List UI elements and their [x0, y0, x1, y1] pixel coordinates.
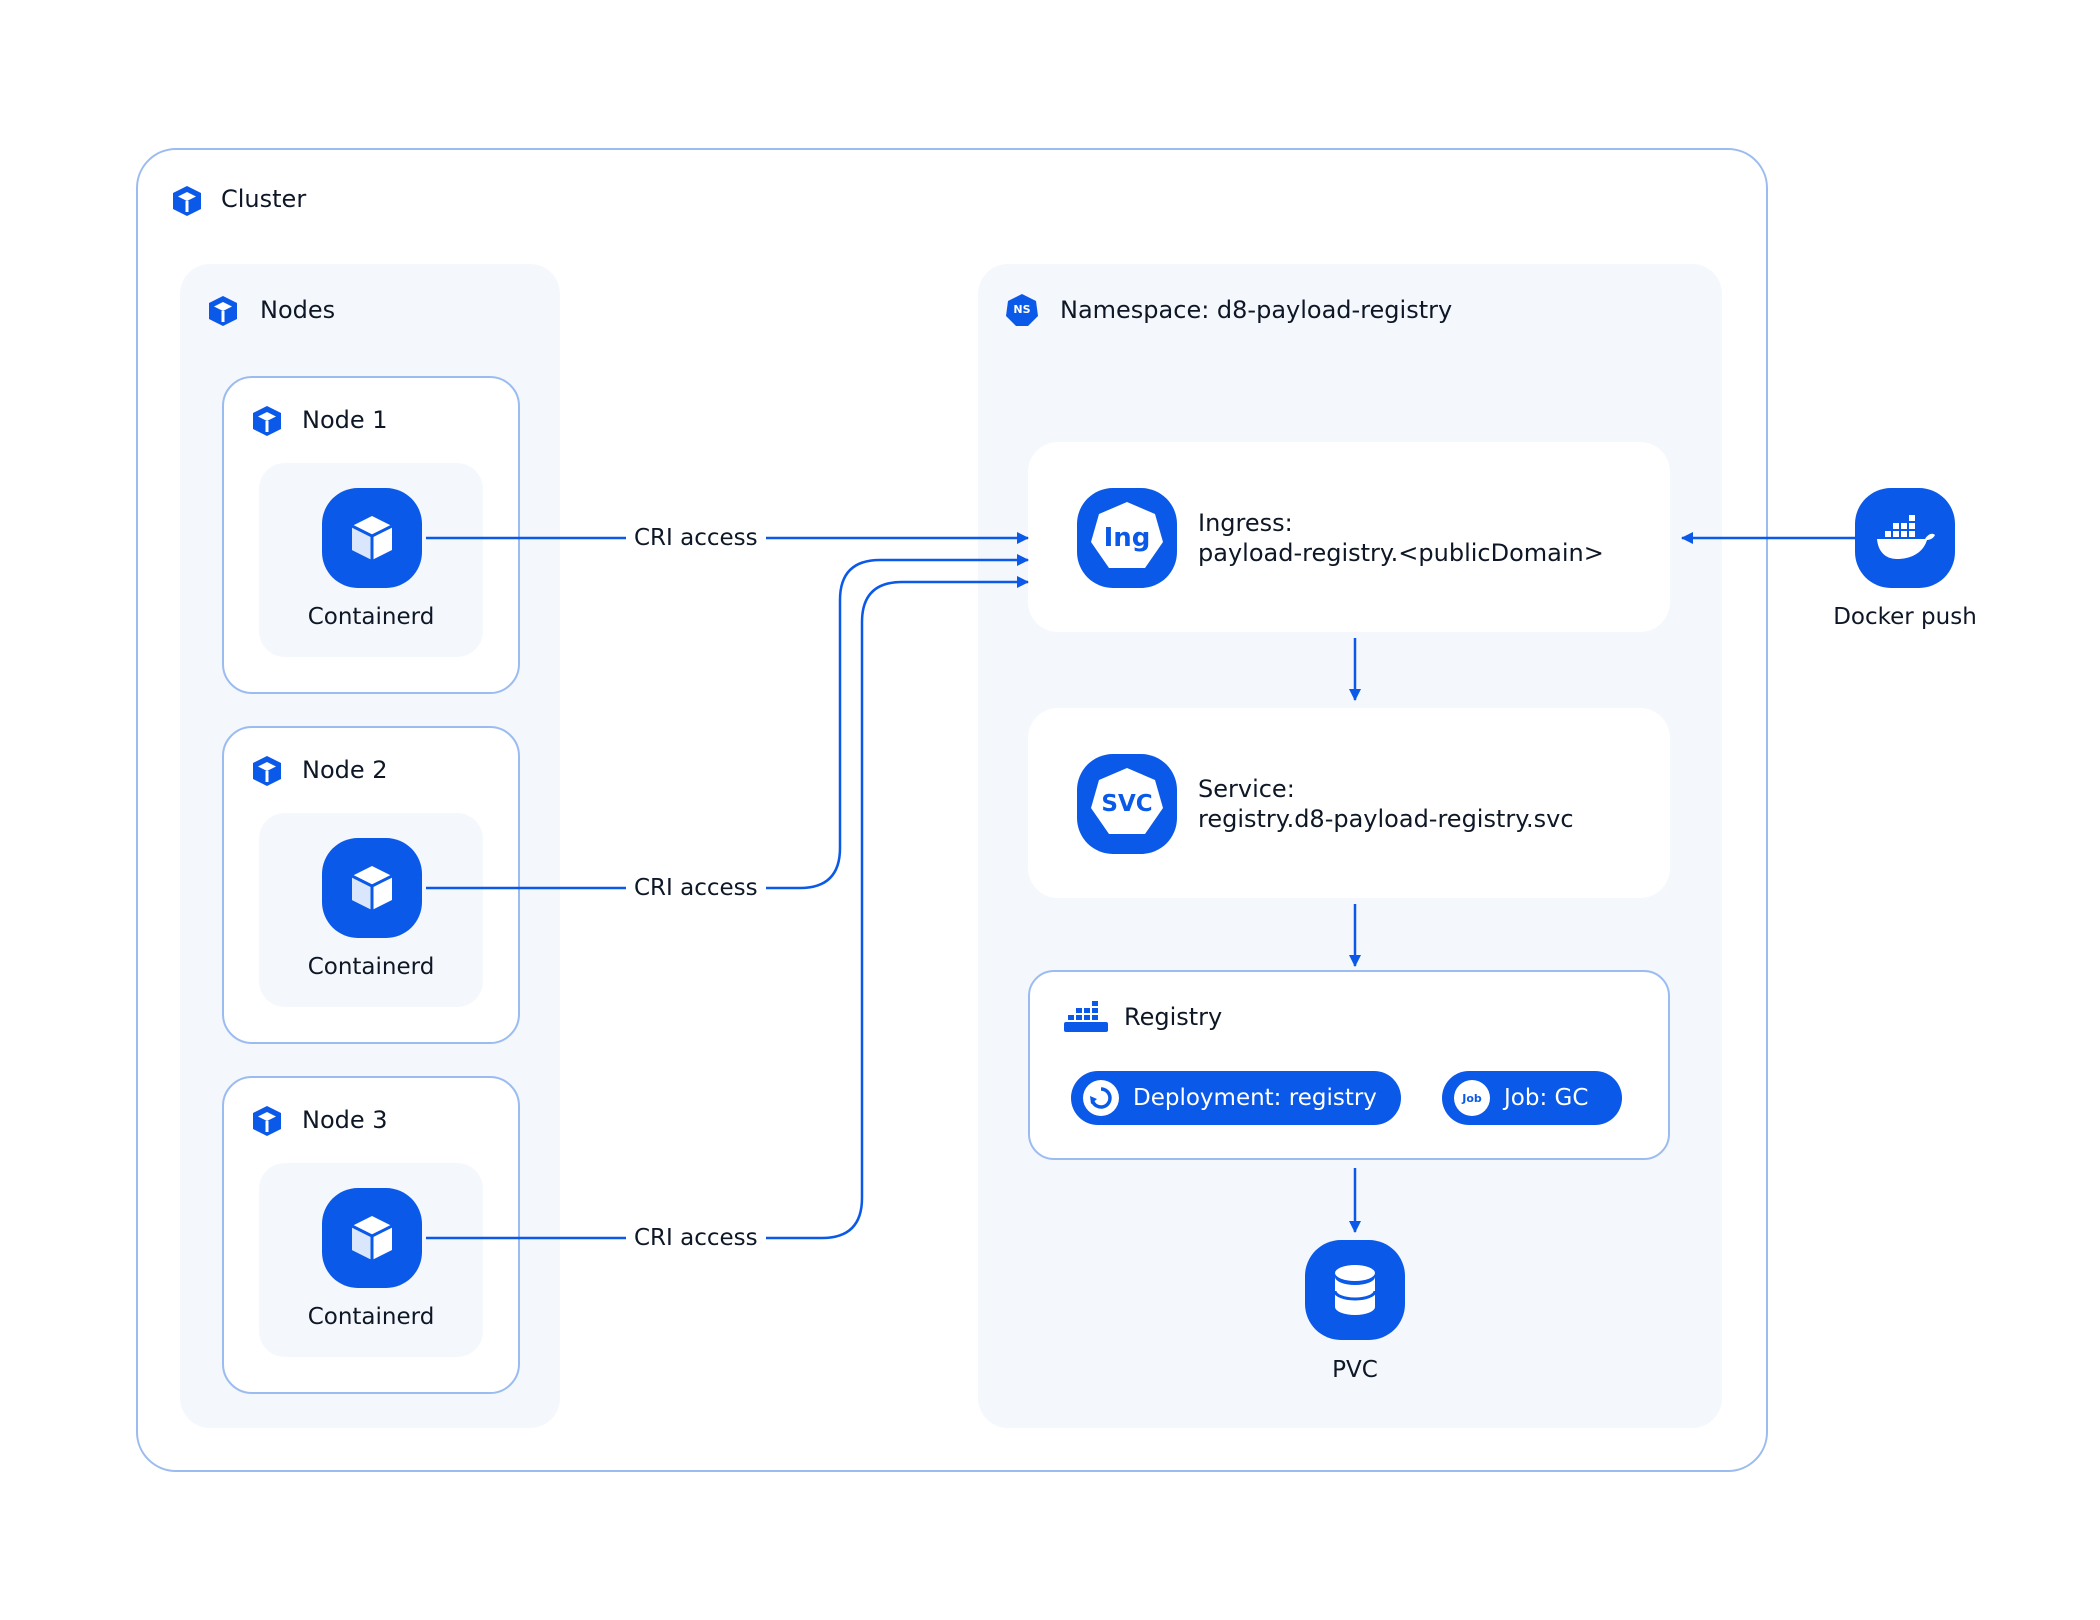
- ingress-title: Ingress:: [1198, 509, 1293, 537]
- ingress-icon-text: Ing: [1103, 523, 1151, 553]
- docker-push-icon[interactable]: [1855, 488, 1955, 588]
- pvc-label: PVC: [1332, 1357, 1378, 1383]
- cri-access-label: CRI access: [626, 1223, 766, 1253]
- service-title: Service:: [1198, 775, 1295, 803]
- cluster-label: Cluster: [221, 185, 307, 213]
- node-cube-icon: [250, 754, 284, 792]
- job-pill: Job Job: GC: [1442, 1071, 1622, 1125]
- job-icon: Job: [1454, 1080, 1490, 1116]
- namespace-badge-icon: NS: [1004, 292, 1040, 332]
- ingress-value: payload-registry.<publicDomain>: [1198, 539, 1604, 567]
- node-label: Node 2: [302, 756, 388, 784]
- cri-access-label: CRI access: [626, 523, 766, 553]
- cri-connector-node2: [426, 554, 1029, 890]
- nodes-label: Nodes: [260, 296, 336, 324]
- service-value: registry.d8-payload-registry.svc: [1198, 805, 1574, 833]
- ingress-icon: Ing: [1077, 488, 1177, 588]
- containerd-label: Containerd: [307, 1304, 435, 1330]
- registry-label: Registry: [1124, 1003, 1223, 1031]
- node-label: Node 3: [302, 1106, 388, 1134]
- docker-push-label: Docker push: [1833, 604, 1977, 630]
- containerd-icon: [322, 1188, 422, 1288]
- job-label: Job: GC: [1504, 1085, 1589, 1111]
- node-label: Node 1: [302, 406, 388, 434]
- nodes-cube-icon: [206, 294, 240, 332]
- pvc-database-icon: [1305, 1240, 1405, 1340]
- registry-box: [1028, 970, 1670, 1160]
- node-cube-icon: [250, 404, 284, 442]
- cluster-frame: [136, 148, 1768, 1472]
- containerd-label: Containerd: [307, 604, 435, 630]
- service-icon-text: SVC: [1101, 791, 1153, 817]
- deployment-icon: [1083, 1080, 1119, 1116]
- cluster-icon: [170, 184, 204, 222]
- cri-connector-node3: [426, 576, 1029, 1240]
- node-cube-icon: [250, 1104, 284, 1142]
- containerd-icon: [322, 488, 422, 588]
- deployment-label: Deployment: registry: [1133, 1085, 1377, 1111]
- namespace-label: Namespace: d8-payload-registry: [1060, 296, 1453, 324]
- containerd-icon: [322, 838, 422, 938]
- cri-access-label: CRI access: [626, 873, 766, 903]
- namespace-badge-text: NS: [1013, 303, 1031, 316]
- job-badge-text: Job: [1462, 1091, 1482, 1105]
- registry-docker-icon: [1062, 1000, 1110, 1038]
- deployment-pill: Deployment: registry: [1071, 1071, 1401, 1125]
- service-icon: SVC: [1077, 754, 1177, 854]
- containerd-label: Containerd: [307, 954, 435, 980]
